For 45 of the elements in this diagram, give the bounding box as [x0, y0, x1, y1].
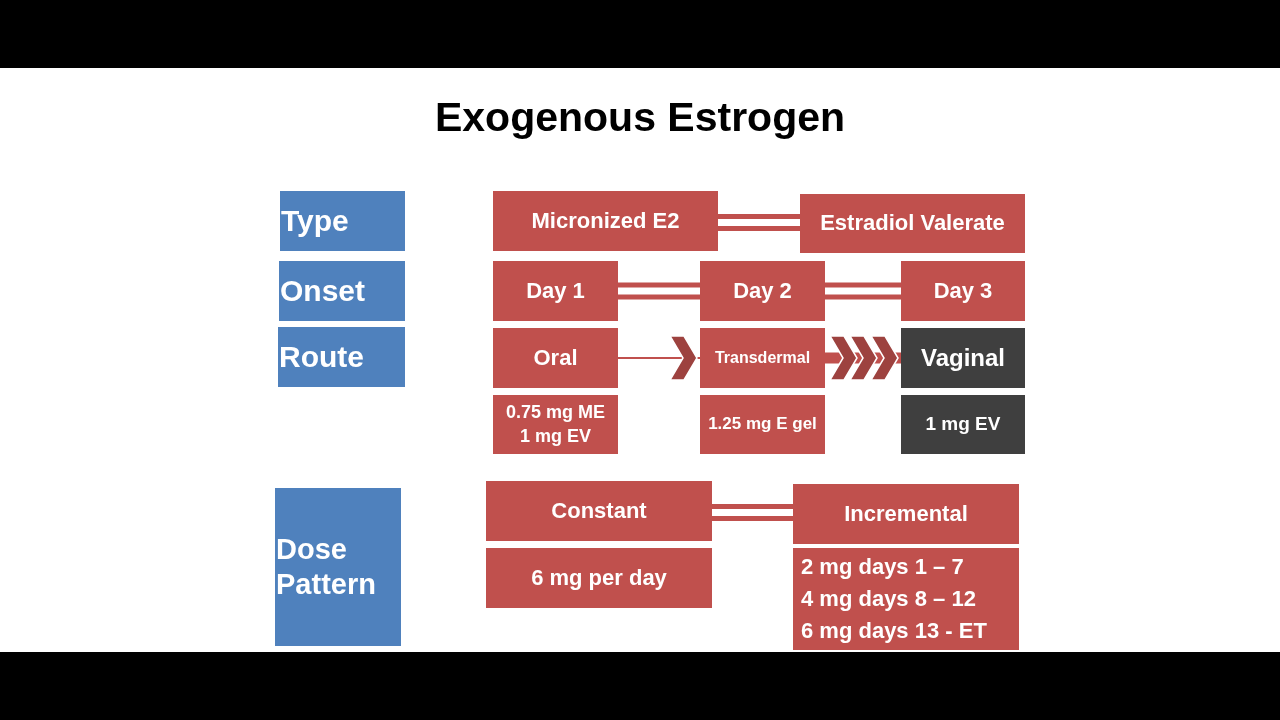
equals-sign: [709, 504, 796, 521]
option-text: Day 3: [933, 276, 993, 305]
option-text: 6 mg per day: [531, 563, 667, 592]
dose-line: 2 mg days 1 – 7: [801, 553, 964, 582]
option-box: [486, 548, 712, 608]
option-text: Oral: [533, 343, 578, 372]
option-text: Incremental: [844, 499, 968, 528]
option-text: Transdermal: [714, 347, 811, 368]
slide-title: Exogenous Estrogen: [434, 94, 846, 140]
option-text: 1 mg EV: [925, 412, 1001, 437]
option-box: [800, 194, 1025, 253]
option-box: [486, 481, 712, 541]
option-text: Vaginal: [920, 343, 1005, 374]
option-box: [493, 328, 618, 388]
category-box: [278, 327, 405, 387]
category-box: [280, 191, 405, 251]
option-text: Constant: [551, 496, 647, 525]
category-label: Dose Pattern: [276, 532, 377, 602]
option-box: [901, 328, 1025, 388]
option-box: [901, 395, 1025, 454]
dose-line: 6 mg days 13 - ET: [801, 616, 987, 645]
category-box: [279, 261, 405, 321]
option-box: [793, 484, 1019, 544]
option-box: [700, 328, 825, 388]
category-box: [275, 488, 401, 646]
option-text: Micronized E2: [531, 206, 680, 235]
option-text: 0.75 mg ME 1 mg EV: [504, 401, 606, 448]
option-box: [493, 395, 618, 454]
dose-schedule-box: [793, 548, 1019, 650]
option-box: [700, 261, 825, 321]
category-label: Route: [279, 339, 364, 375]
option-text: 1.25 mg E gel: [708, 413, 817, 436]
equals-sign: [615, 282, 703, 300]
option-text: Day 1: [526, 276, 585, 305]
option-text: Estradiol Valerate: [820, 209, 1005, 238]
option-text: Day 2: [733, 276, 792, 305]
equals-sign: [715, 214, 803, 231]
option-box: [700, 395, 825, 454]
option-box: [901, 261, 1025, 321]
option-box: [493, 261, 618, 321]
option-box: [493, 191, 718, 251]
dose-line: 4 mg days 8 – 12: [801, 585, 976, 614]
category-label: Onset: [280, 273, 366, 309]
equals-sign: [822, 282, 904, 300]
category-label: Type: [281, 203, 349, 239]
